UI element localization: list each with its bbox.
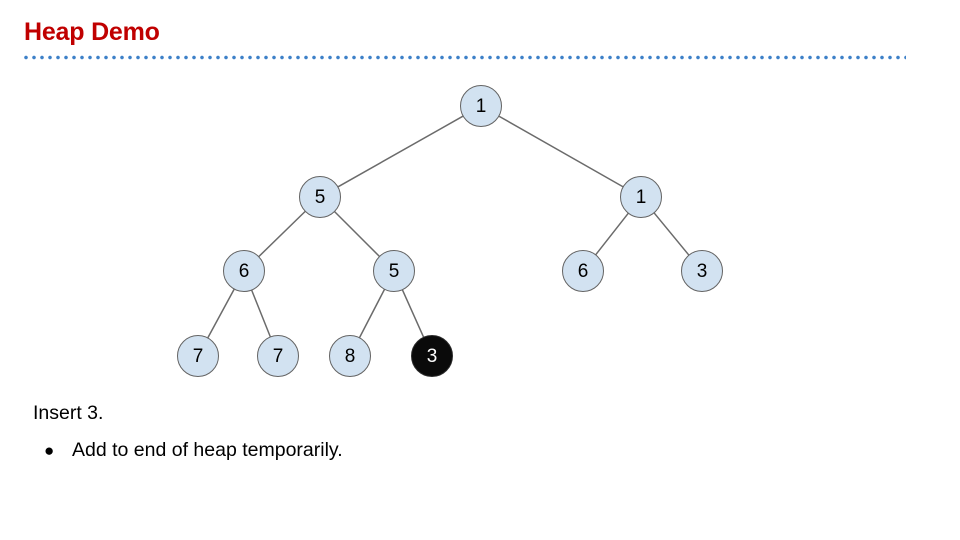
tree-node[interactable]: 7 [257,335,299,377]
tree-node-label: 1 [635,186,647,208]
tree-edge [653,212,690,256]
tree-edge [401,289,425,338]
tree-node-label: 7 [272,345,284,367]
bullet-list-item: ● Add to end of heap temporarily. [44,438,753,461]
tree-node-highlighted[interactable]: 3 [411,335,453,377]
tree-node[interactable]: 8 [329,335,371,377]
body-lead-text: Insert 3. [33,402,104,424]
tree-edge [498,115,624,188]
tree-node[interactable]: 5 [373,250,415,292]
bullet-item-text: Add to end of heap temporarily. [72,438,343,461]
bullet-marker-icon: ● [44,440,55,460]
tree-node-label: 3 [426,345,438,367]
tree-node[interactable]: 1 [620,176,662,218]
tree-node[interactable]: 6 [562,250,604,292]
tree-edge [337,115,464,188]
tree-edge [334,211,380,257]
tree-node-label: 1 [475,95,487,117]
tree-node-label: 6 [577,260,589,282]
tree-edge [258,210,306,258]
tree-edge [358,288,386,339]
tree-node[interactable]: 7 [177,335,219,377]
tree-node-label: 8 [344,345,356,367]
title-divider [22,55,906,60]
tree-node[interactable]: 5 [299,176,341,218]
tree-edge [251,289,271,338]
tree-edge [207,288,235,339]
tree-node[interactable]: 3 [681,250,723,292]
page-title: Heap Demo [24,18,160,46]
slide-body: Insert 3. ● Add to end of heap temporari… [33,402,753,461]
tree-node-label: 3 [696,260,708,282]
tree-node-label: 7 [192,345,204,367]
tree-node[interactable]: 1 [460,85,502,127]
tree-node[interactable]: 6 [223,250,265,292]
tree-edge [595,212,629,256]
tree-node-label: 5 [314,186,326,208]
tree-node-label: 5 [388,260,400,282]
tree-node-label: 6 [238,260,250,282]
